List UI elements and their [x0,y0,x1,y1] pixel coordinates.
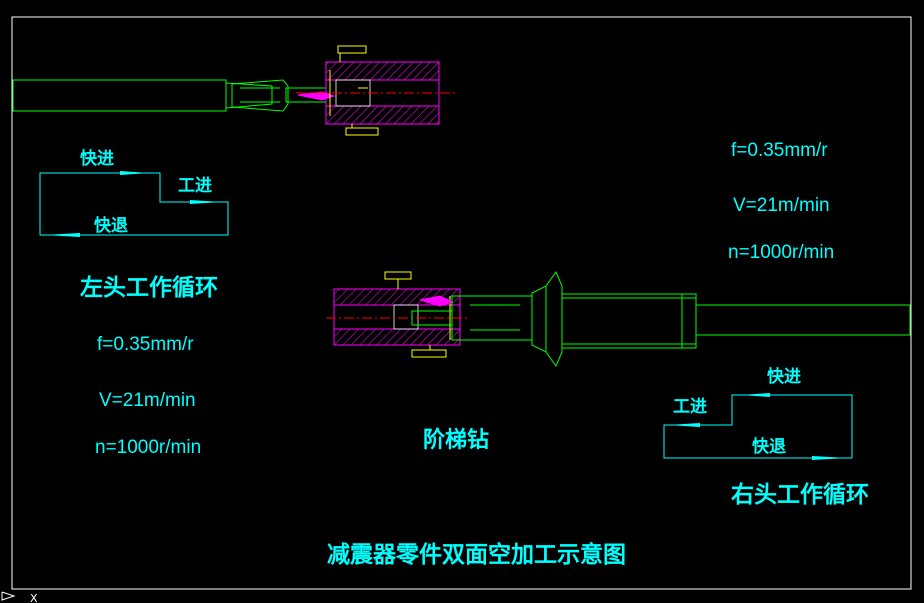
right-workpiece [326,271,470,358]
right-cycle-fast-out-label: 快退 [752,436,786,457]
right-collet [531,285,547,353]
right-fast-in-arrow [740,393,770,397]
left-cycle-title: 左头工作循环 [80,274,218,301]
right-drill-body [451,295,533,341]
right-spindle-shaft [695,304,911,336]
right-fast-out-arrow [812,456,848,460]
left-spindle-assembly [12,79,336,112]
right-cycle-title: 右头工作循环 [731,481,869,508]
left-cycle-diagram [39,171,229,237]
left-collet [231,79,289,112]
left-fast-out-arrow [44,233,80,237]
left-work-in-arrow [190,200,222,204]
left-workpiece [296,45,458,136]
left-param-rpm: n=1000r/min [95,437,201,458]
left-param-feed: f=0.35mm/r [97,334,194,355]
right-spindle-taper [545,270,563,368]
center-tool-label: 阶梯钻 [423,427,489,453]
right-work-in-arrow [668,423,700,427]
drawing-frame [11,16,912,590]
drawing-title: 减震器零件双面空加工示意图 [327,541,626,568]
left-cycle-fast-out-label: 快退 [94,215,128,236]
right-cycle-fast-in-label: 快进 [767,366,801,387]
right-param-speed: V=21m/min [733,195,830,216]
right-param-rpm: n=1000r/min [728,242,834,263]
right-param-feed: f=0.35mm/r [731,140,828,161]
left-spindle-taper [225,82,273,109]
left-cycle-fast-in-label: 快进 [80,148,114,169]
right-spindle-assembly [411,270,911,368]
left-cycle-work-in-label: 工进 [178,176,212,196]
right-cycle-work-in-label: 工进 [673,397,707,417]
left-fast-in-arrow [120,171,150,175]
ucs-marker-label: X [30,592,38,603]
right-cycle-diagram [663,393,853,460]
left-spindle-shaft [12,79,227,112]
ucs-icon: X [1,591,38,603]
right-spindle-housing [561,293,697,349]
left-param-speed: V=21m/min [99,390,196,411]
